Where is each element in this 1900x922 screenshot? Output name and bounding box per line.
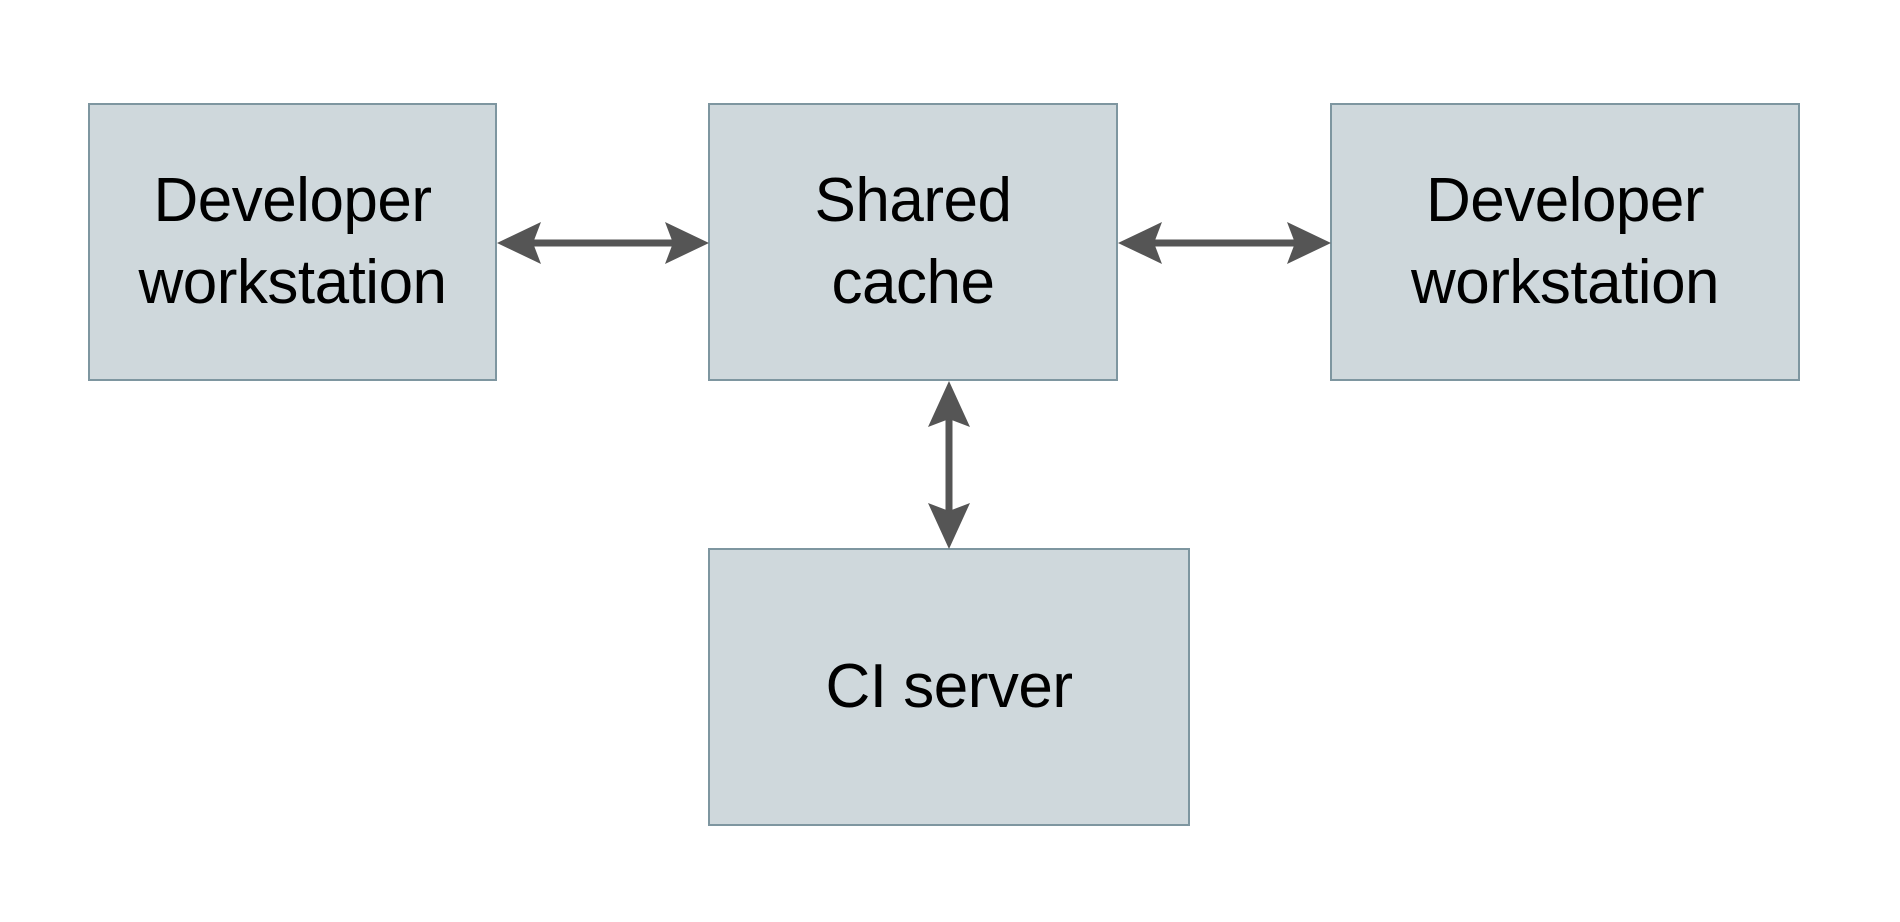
arrowhead-right-icon — [1287, 222, 1331, 264]
arrowhead-left-icon — [1118, 222, 1162, 264]
node-label: CI server — [825, 652, 1073, 722]
arrowhead-right-icon — [665, 222, 709, 264]
node-developer-workstation-right[interactable]: Developer workstation — [1330, 103, 1800, 381]
edge-shared-cache-to-developer-right — [1118, 222, 1331, 264]
arrowhead-down-icon — [928, 503, 970, 549]
arrowhead-up-icon — [928, 381, 970, 427]
node-shared-cache[interactable]: Shared cache — [708, 103, 1118, 381]
node-label: Developer workstation — [1410, 166, 1720, 317]
edge-shared-cache-to-ci-server — [928, 381, 970, 549]
node-ci-server[interactable]: CI server — [708, 548, 1190, 826]
edge-developer-left-to-shared-cache — [497, 222, 709, 264]
node-label: Shared cache — [814, 166, 1012, 317]
arrowhead-left-icon — [497, 222, 541, 264]
node-label: Developer workstation — [138, 166, 447, 317]
node-developer-workstation-left[interactable]: Developer workstation — [88, 103, 497, 381]
